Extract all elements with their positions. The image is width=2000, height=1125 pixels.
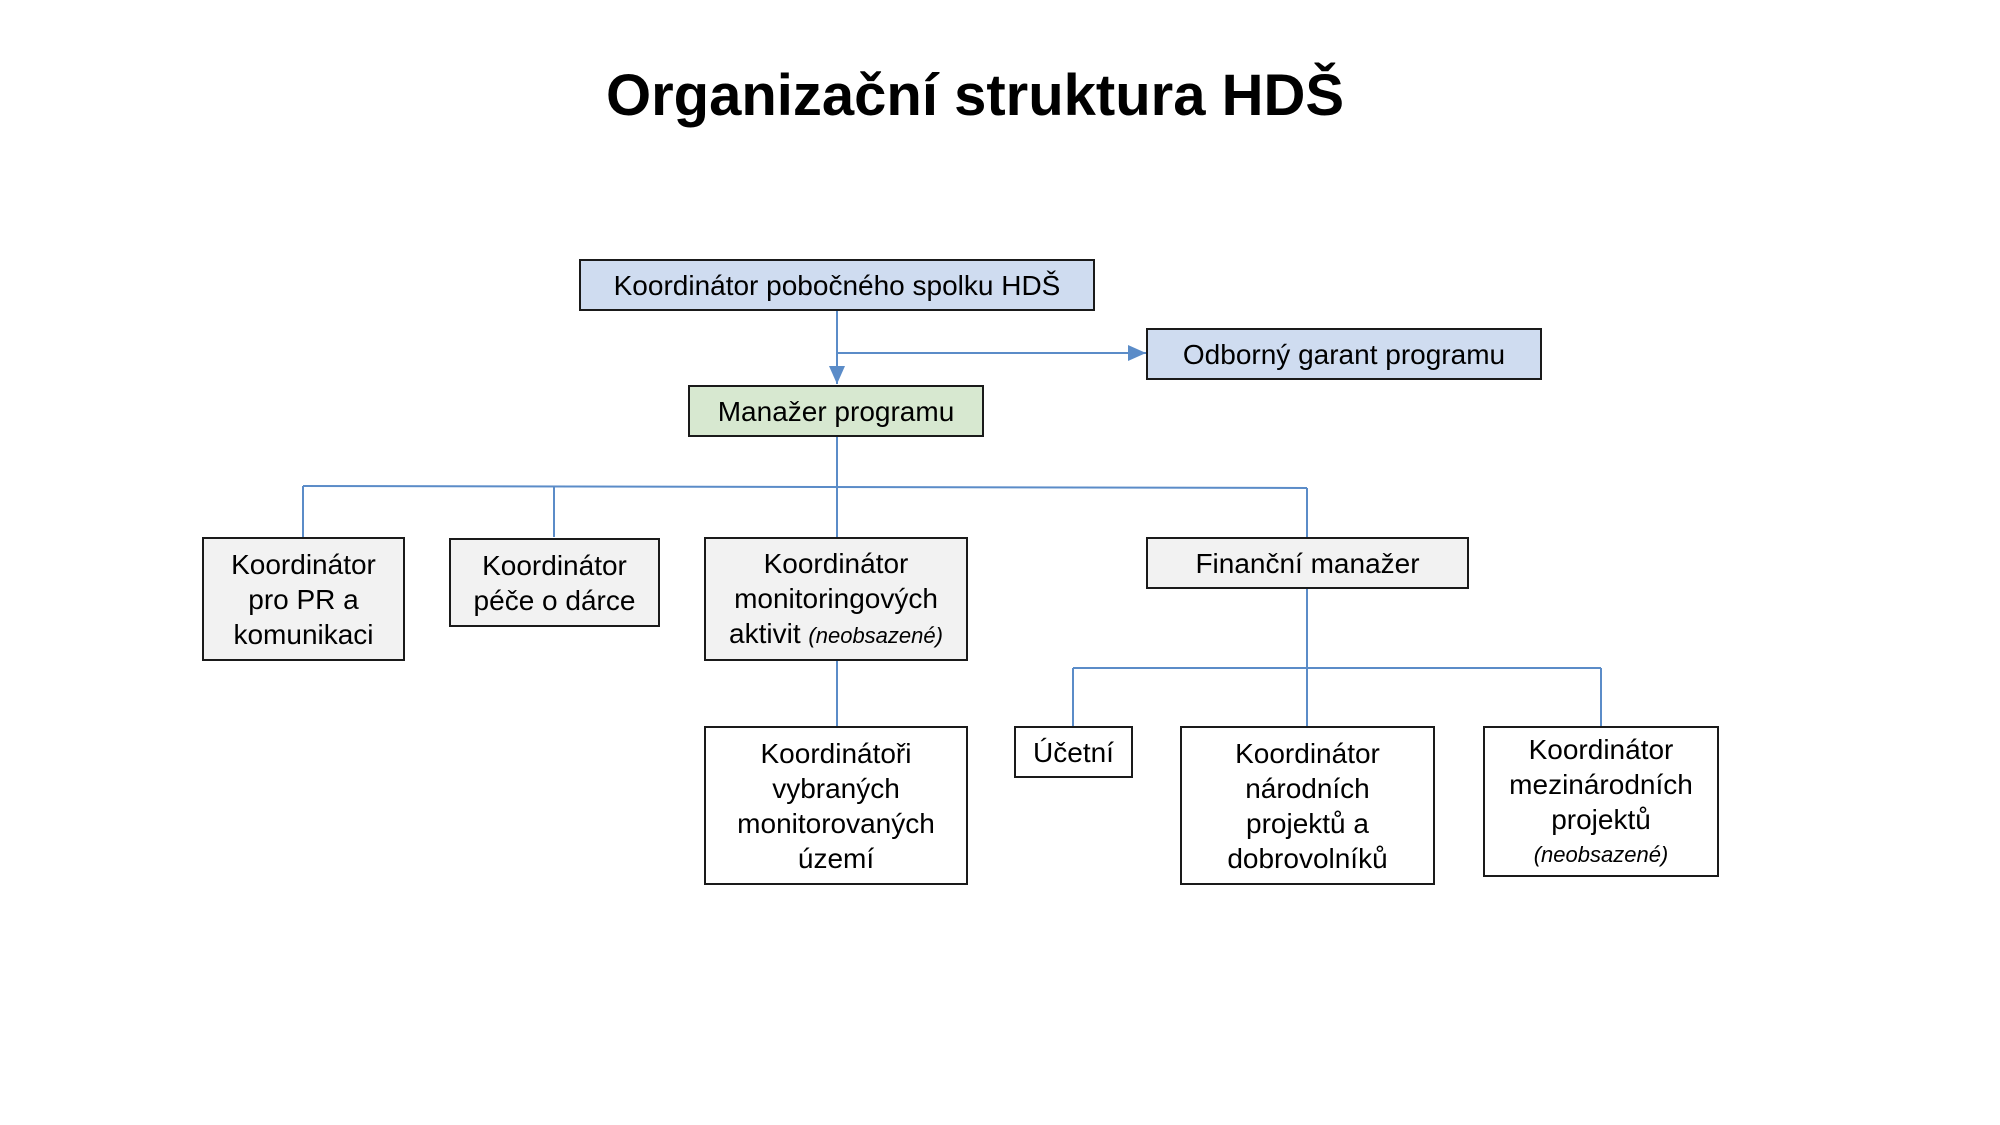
node-area-coordinators-line-4: území: [797, 842, 875, 874]
node-donor-care: Koordinátor péče o dárce: [449, 538, 660, 627]
node-monitoring-line-3-text: aktivit: [729, 617, 801, 649]
node-accountant: Účetní: [1014, 726, 1133, 778]
node-guarantor-label: Odborný garant programu: [1182, 338, 1506, 370]
connector-level2-bus: [302, 485, 1308, 489]
node-pr-coordinator-line-1: Koordinátor: [231, 548, 376, 580]
node-national-projects: Koordinátor národních projektů a dobrovo…: [1180, 726, 1435, 885]
node-pr-coordinator-line-2: pro PR a: [248, 583, 359, 615]
node-guarantor: Odborný garant programu: [1146, 328, 1542, 380]
node-international-projects-note: (neobsazené): [1533, 841, 1669, 867]
node-area-coordinators-line-2: vybraných: [772, 772, 900, 804]
node-area-coordinators-line-1: Koordinátoři: [760, 737, 912, 769]
node-accountant-label: Účetní: [1033, 736, 1114, 768]
node-program-manager-label: Manažer programu: [717, 395, 955, 427]
node-monitoring-line-1: Koordinátor: [763, 547, 909, 579]
node-finance-manager-label: Finanční manažer: [1195, 547, 1420, 579]
node-coordinator-label: Koordinátor pobočného spolku HDŠ: [613, 269, 1061, 301]
node-monitoring-coordinator: Koordinátor monitoringových aktivit (neo…: [704, 537, 968, 661]
node-national-projects-line-1: Koordinátor: [1235, 737, 1380, 769]
node-donor-care-line-1: Koordinátor: [482, 549, 627, 581]
node-international-projects-line-2: mezinárodních: [1509, 768, 1693, 800]
node-international-projects-line-1: Koordinátor: [1528, 733, 1674, 765]
node-monitoring-line-2: monitoringových: [734, 582, 938, 614]
node-area-coordinators: Koordinátoři vybraných monitorovaných úz…: [704, 726, 968, 885]
node-monitoring-line-3: aktivit (neobsazené): [729, 616, 943, 653]
node-pr-coordinator-line-3: komunikaci: [233, 618, 374, 650]
node-monitoring-note: (neobsazené): [808, 622, 943, 648]
node-coordinator: Koordinátor pobočného spolku HDŠ: [579, 259, 1095, 311]
node-pr-coordinator: Koordinátor pro PR a komunikaci: [202, 537, 405, 661]
node-finance-manager: Finanční manažer: [1146, 537, 1469, 589]
node-donor-care-line-2: péče o dárce: [473, 584, 636, 616]
node-area-coordinators-line-3: monitorovaných: [737, 807, 935, 839]
page-title: Organizační struktura HDŠ: [606, 63, 1345, 128]
node-national-projects-line-3: projektů a: [1246, 807, 1369, 839]
node-program-manager: Manažer programu: [688, 385, 984, 437]
node-national-projects-line-4: dobrovolníků: [1227, 842, 1388, 874]
node-national-projects-line-2: národních: [1245, 772, 1370, 804]
node-international-projects: Koordinátor mezinárodních projektů (neob…: [1483, 726, 1719, 877]
node-international-projects-line-3: projektů: [1551, 803, 1651, 835]
